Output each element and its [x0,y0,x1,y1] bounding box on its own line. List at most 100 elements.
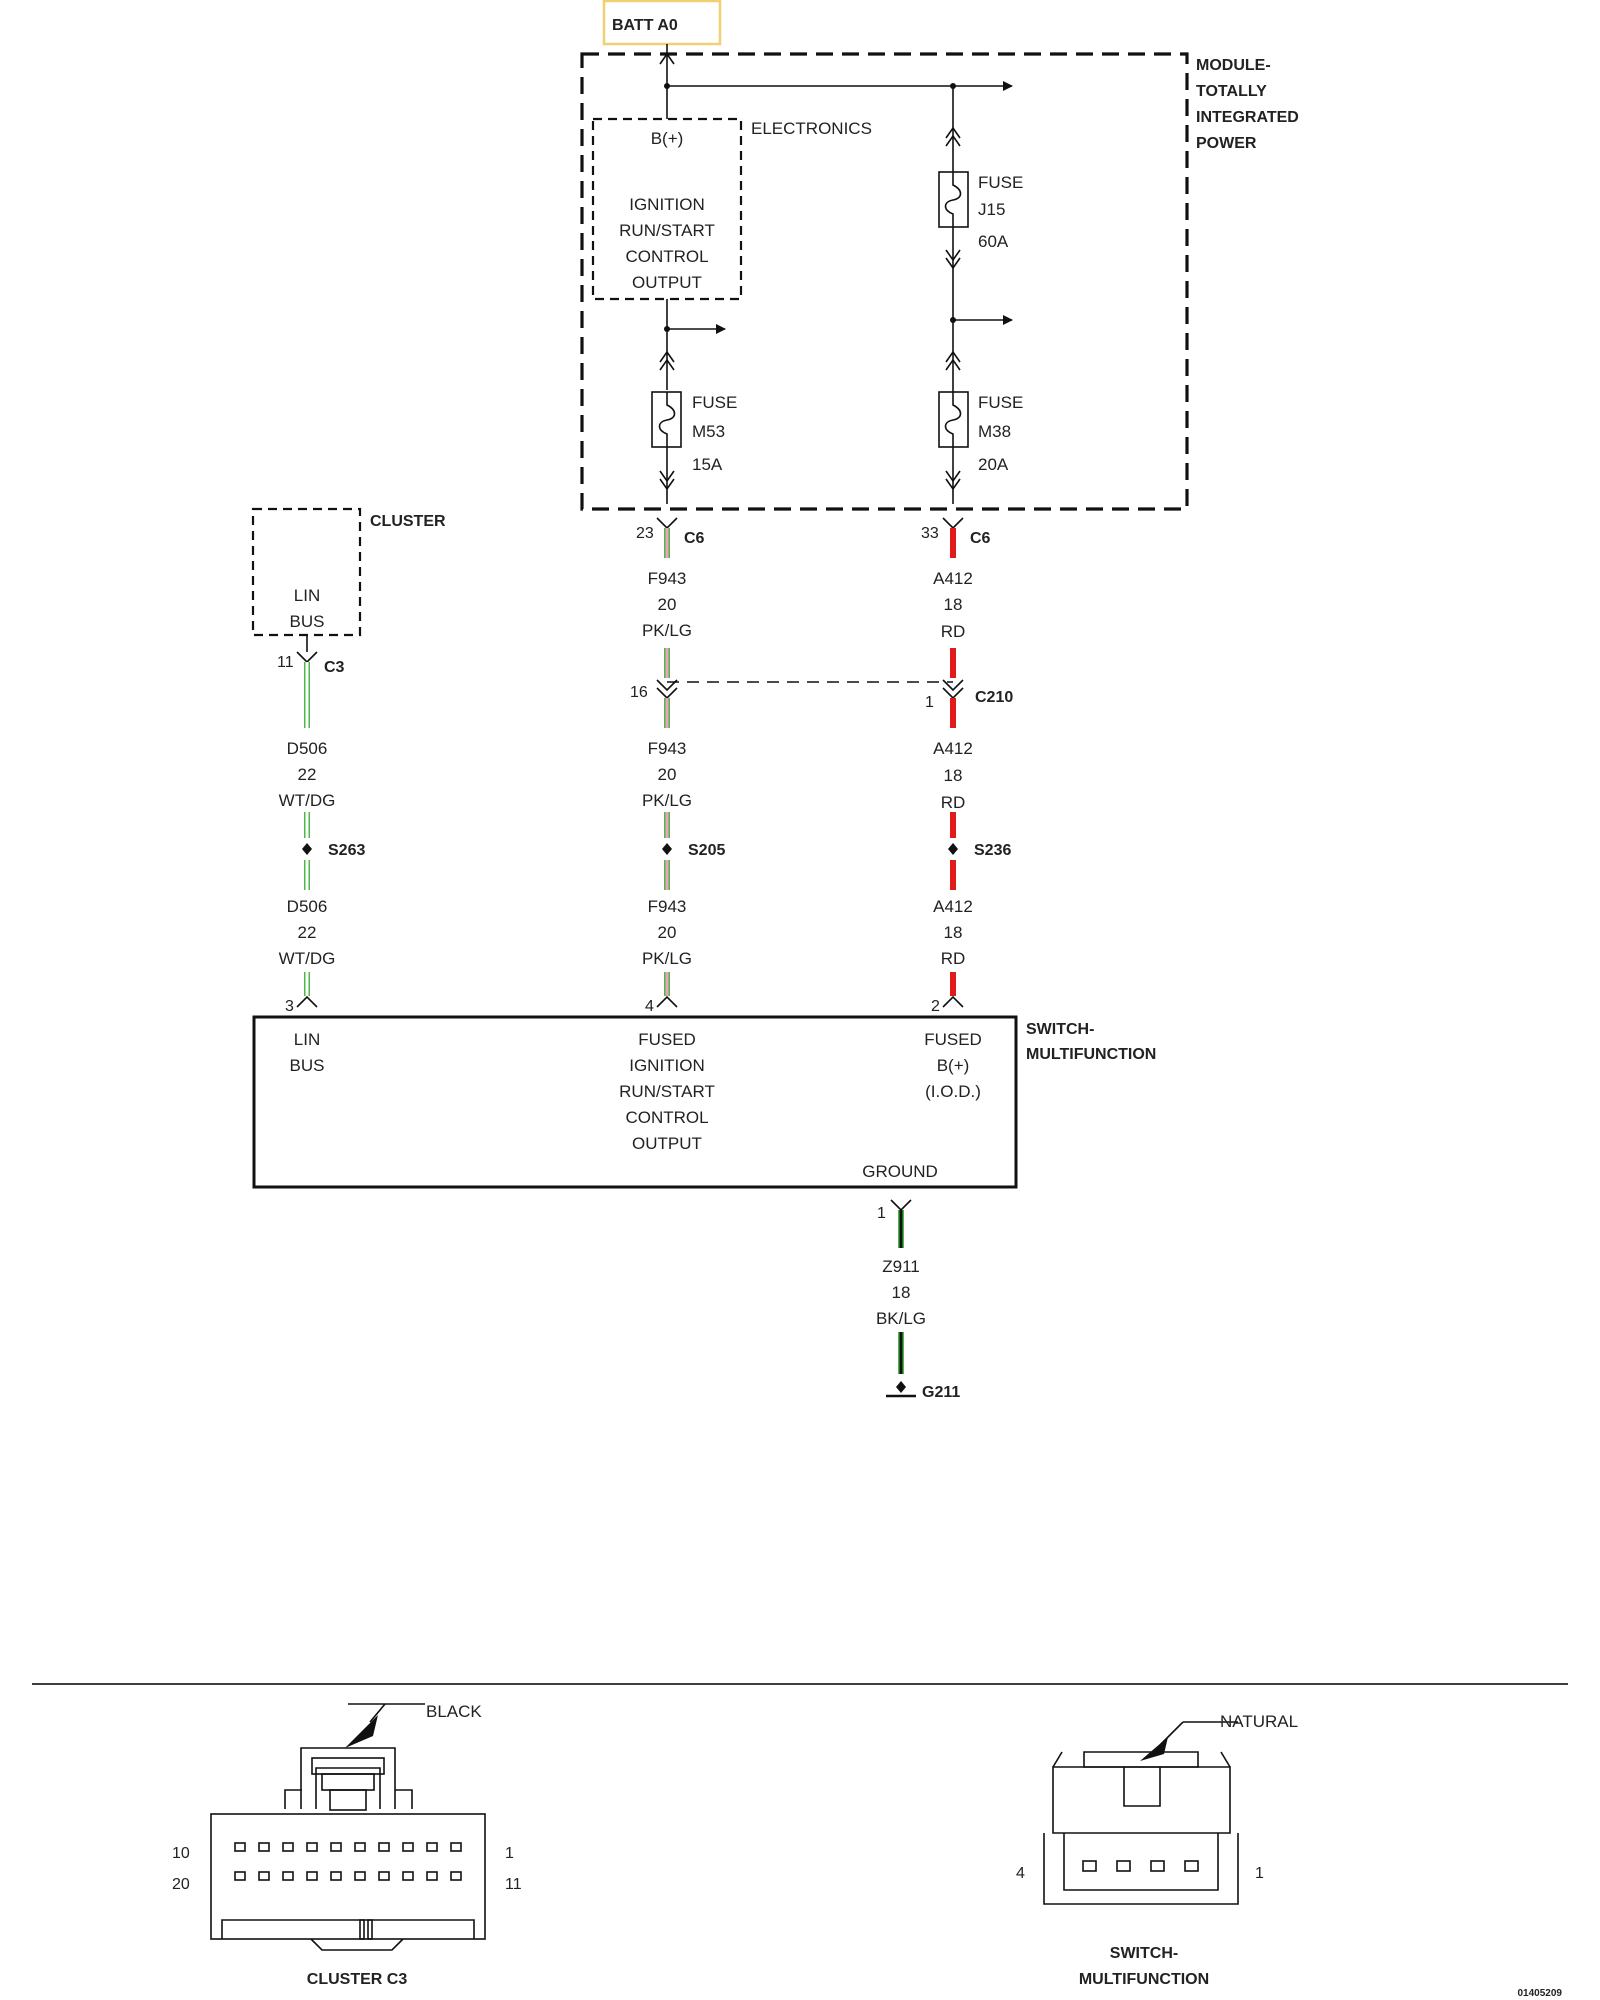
ground-id: G211 [922,1384,960,1401]
svg-text:MODULE-: MODULE- [1196,57,1271,74]
c210-left-pin: 16 [630,684,648,701]
wire-a412-label-a: A412 18 RD [933,569,973,641]
wire-f943-label-a: F943 20 PK/LG [642,569,692,640]
svg-text:SWITCH-: SWITCH- [1026,1021,1094,1038]
svg-text:IGNITION: IGNITION [629,1056,705,1075]
wire-d506-label-b: D506 22 WT/DG [279,897,336,968]
switch-pin4-connector [656,995,678,1008]
svg-text:RUN/START: RUN/START [619,221,715,240]
switch-pin-2: 2 [931,998,940,1015]
svg-text:PK/LG: PK/LG [642,949,692,968]
switch-pin-4: 4 [645,998,654,1015]
c3-connector-name: CLUSTER C3 [307,1971,408,1988]
svg-text:18: 18 [944,766,963,785]
c6-right-connector [942,517,964,530]
svg-text:M38: M38 [978,422,1011,441]
svg-text:MULTIFUNCTION: MULTIFUNCTION [1079,1971,1209,1988]
svg-text:RUN/START: RUN/START [619,1082,715,1101]
switch-pin-label-1: 1 [1255,1865,1264,1882]
module-tipm-boundary [580,52,1189,511]
wire-segments-to-switch [304,972,956,996]
wire-a412-label-b: A412 18 RD [933,739,973,812]
svg-text:RD: RD [941,622,966,641]
wire-d506-label-a: D506 22 WT/DG [279,739,336,810]
cluster-c3-pin-row-bottom [234,1871,462,1881]
switch-connector-face [1043,1721,1239,1905]
fuse-j15-label: FUSE J15 60A [978,173,1023,251]
svg-text:B(+): B(+) [937,1056,970,1075]
svg-text:Z911: Z911 [882,1257,920,1276]
electronics-label: ELECTRONICS [751,119,872,138]
wire-f943-seg1 [664,528,670,678]
svg-text:18: 18 [944,595,963,614]
fuse-m38-label: FUSE M38 20A [978,393,1023,474]
svg-text:TOTALLY: TOTALLY [1196,83,1267,100]
svg-text:A412: A412 [933,569,973,588]
cluster-c3-connector-face [210,1703,486,1951]
c3-pin: 11 [277,654,294,671]
svg-text:D506: D506 [287,897,328,916]
svg-text:FUSED: FUSED [638,1030,696,1049]
svg-text:22: 22 [298,923,317,942]
svg-text:SWITCH-: SWITCH- [1110,1945,1178,1962]
svg-text:FUSED: FUSED [924,1030,982,1049]
junction-dot [664,83,670,89]
svg-text:OUTPUT: OUTPUT [632,273,702,292]
svg-text:FUSE: FUSE [978,393,1023,412]
m38-bottom-chevron [945,470,961,491]
junction-dot [950,317,956,323]
svg-text:18: 18 [892,1283,911,1302]
m53-top-chevron [659,350,675,371]
c3-pin-label-1: 1 [505,1845,514,1862]
c3-pin-label-10: 10 [172,1845,190,1862]
module-title: MODULE- TOTALLY INTEGRATED POWER [1196,57,1299,152]
fuse-m38-element [944,392,962,447]
cluster-title: CLUSTER [370,513,446,530]
document-id: 01405209 [1518,1988,1563,1999]
svg-text:F943: F943 [648,897,687,916]
ground-symbol: G211 [886,1381,960,1401]
c3-connector [296,651,318,664]
wire-a412-seg1 [950,528,956,678]
wire-d506-seg1 [304,662,310,890]
switch-pin2-connector [942,995,964,1008]
splice-s205: S205 [662,842,725,859]
svg-text:BK/LG: BK/LG [876,1309,926,1328]
svg-text:CONTROL: CONTROL [625,1108,708,1127]
switch-color-label: NATURAL [1220,1712,1298,1731]
switch-pin3-connector [296,995,318,1008]
svg-text:INTEGRATED: INTEGRATED [1196,109,1299,126]
svg-text:POWER: POWER [1196,135,1257,152]
wire-f943-label-c: F943 20 PK/LG [642,897,692,968]
svg-text:D506: D506 [287,739,328,758]
m38-top-chevron [945,350,961,371]
svg-text:F943: F943 [648,739,687,758]
svg-text:BUS: BUS [290,612,325,631]
splice-s263: S263 [302,842,365,859]
c6-right-pin: 33 [921,525,939,542]
svg-text:22: 22 [298,765,317,784]
svg-text:20: 20 [658,765,677,784]
svg-text:(I.O.D.): (I.O.D.) [925,1082,981,1101]
batt-box [602,0,722,46]
svg-text:J15: J15 [978,200,1005,219]
svg-text:WT/DG: WT/DG [279,791,336,810]
svg-text:PK/LG: PK/LG [642,621,692,640]
svg-text:LIN: LIN [294,586,320,605]
svg-text:20A: 20A [978,455,1009,474]
svg-text:BUS: BUS [290,1056,325,1075]
wire-z911 [898,1210,904,1374]
svg-text:LIN: LIN [294,1030,320,1049]
svg-text:S263: S263 [328,842,365,859]
wire-f943-seg2 [664,698,670,890]
switch-ground-label: GROUND [862,1162,938,1181]
svg-text:PK/LG: PK/LG [642,791,692,810]
wire-f943-label-b: F943 20 PK/LG [642,739,692,810]
svg-text:FUSE: FUSE [692,393,737,412]
c3-name: C3 [324,659,345,676]
wire-a412-label-c: A412 18 RD [933,897,973,968]
fuse-m53-label: FUSE M53 15A [692,393,737,474]
svg-text:20: 20 [658,923,677,942]
c6-left-connector [656,517,678,530]
